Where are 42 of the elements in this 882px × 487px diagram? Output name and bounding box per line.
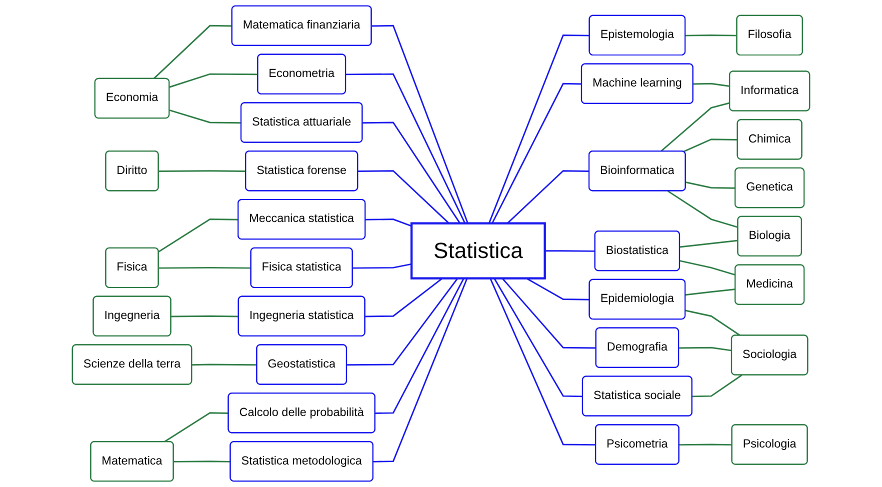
node-box: Statistica [410, 222, 546, 280]
connector [346, 73, 466, 224]
connector [685, 34, 738, 36]
connector [375, 278, 464, 414]
connector [506, 170, 590, 224]
connector [680, 260, 736, 276]
connector [169, 73, 258, 88]
connector [365, 278, 443, 318]
connector [693, 82, 730, 88]
connector [678, 346, 732, 352]
connector [685, 310, 741, 336]
connector [502, 278, 596, 349]
connector [153, 24, 232, 80]
connector [158, 266, 252, 269]
connector [492, 82, 582, 224]
connector [685, 288, 736, 296]
connector [686, 182, 736, 189]
connector [679, 444, 732, 446]
connector [174, 460, 231, 462]
connector [526, 278, 590, 300]
connector [346, 278, 458, 366]
connector [667, 190, 738, 228]
connector [192, 364, 258, 366]
connector [164, 412, 229, 443]
connector [358, 170, 450, 224]
connector [683, 138, 738, 152]
connector [158, 218, 238, 252]
connector [373, 278, 468, 462]
connector [680, 240, 738, 248]
connector [352, 263, 412, 269]
connector [365, 218, 412, 227]
connector [171, 315, 239, 318]
connector [362, 122, 461, 224]
connector [660, 102, 730, 152]
connector [158, 170, 246, 172]
connector [372, 24, 468, 224]
connector [692, 374, 742, 398]
connector [494, 278, 583, 398]
connector [488, 34, 590, 224]
connector [169, 109, 242, 124]
connector [490, 278, 596, 446]
connector [544, 250, 596, 252]
